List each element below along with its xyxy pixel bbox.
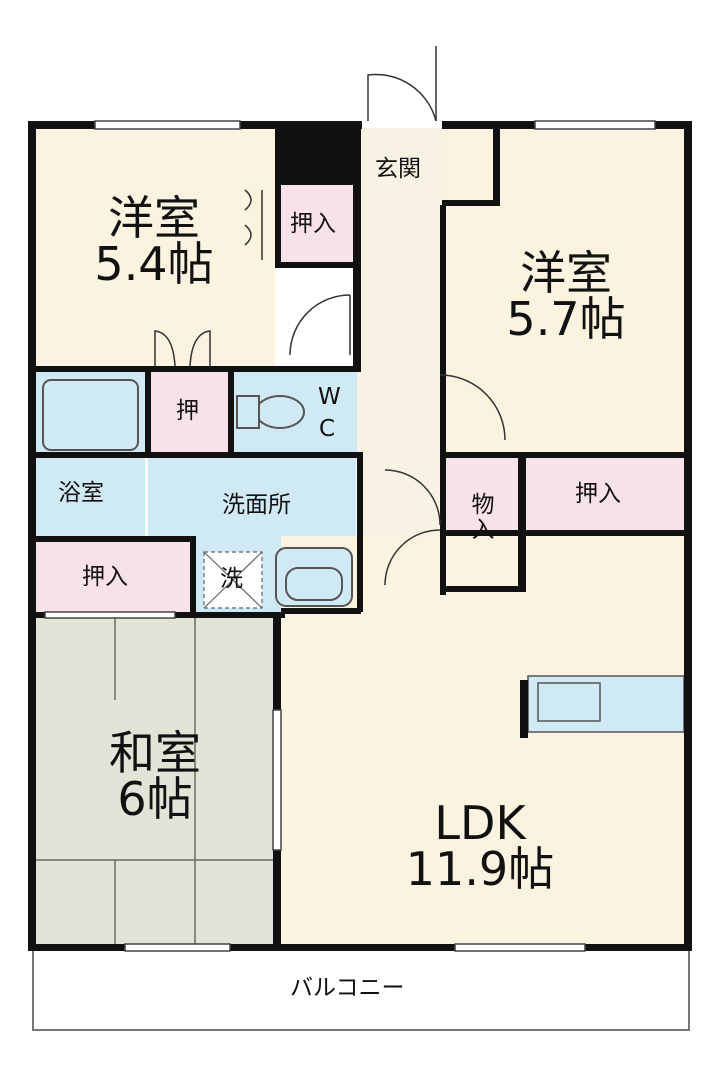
storage-label: 物入 [467, 492, 493, 542]
washbasin-icon [275, 547, 353, 607]
western-room-2-label: 洋室 5.7帖 [496, 250, 636, 342]
entrance-floor [362, 128, 442, 206]
washer-icon [203, 551, 263, 609]
western-room-2-size: 5.7帖 [506, 292, 626, 346]
doors [154, 46, 506, 586]
closet-d-floor [525, 457, 685, 532]
tatami-mats [35, 614, 278, 944]
japanese-room-label: 和室 6帖 [85, 730, 225, 822]
closet-b-floor [150, 372, 230, 452]
balcony-area [32, 949, 690, 1031]
western-room-1-name: 洋室 [108, 191, 200, 245]
washroom-label: 洗面所 [222, 492, 291, 518]
entrance-label: 玄関 [375, 156, 421, 182]
balcony-label: バルコニー [290, 975, 405, 1001]
washer-label: 洗 [220, 566, 243, 592]
closet-a-label: 押入 [290, 211, 336, 237]
bath-floor [35, 457, 145, 537]
wc-c-label: C [319, 416, 336, 442]
wc-w-label: W [318, 384, 341, 410]
hall-floor [357, 128, 442, 598]
western-room-1-label: 洋室 5.4帖 [84, 195, 224, 287]
ldk-size: 11.9帖 [405, 842, 555, 896]
walls [28, 121, 692, 951]
tatami-floor [35, 614, 278, 944]
closet-c-floor [35, 540, 190, 612]
windows [44, 120, 656, 952]
western-room-1-size: 5.4帖 [94, 237, 214, 291]
toilet-icon [236, 395, 305, 429]
closet-d-label: 押入 [575, 481, 621, 507]
western-room-1-floor [35, 128, 275, 368]
ldk-label: LDK 11.9帖 [395, 800, 565, 892]
closet-a-floor [275, 185, 357, 263]
western-room-2-name: 洋室 [520, 246, 612, 300]
closet-b-label: 押 [176, 398, 199, 424]
bathtub [42, 379, 139, 451]
closet-c-label: 押入 [82, 564, 128, 590]
kitchen-sink [537, 682, 601, 722]
ldk-name: LDK [434, 796, 526, 850]
kitchen-counter [527, 675, 685, 733]
western-room-2-floor [442, 128, 687, 454]
japanese-room-size: 6帖 [117, 772, 193, 826]
bath-label: 浴室 [58, 480, 104, 506]
japanese-room-name: 和室 [109, 726, 201, 780]
